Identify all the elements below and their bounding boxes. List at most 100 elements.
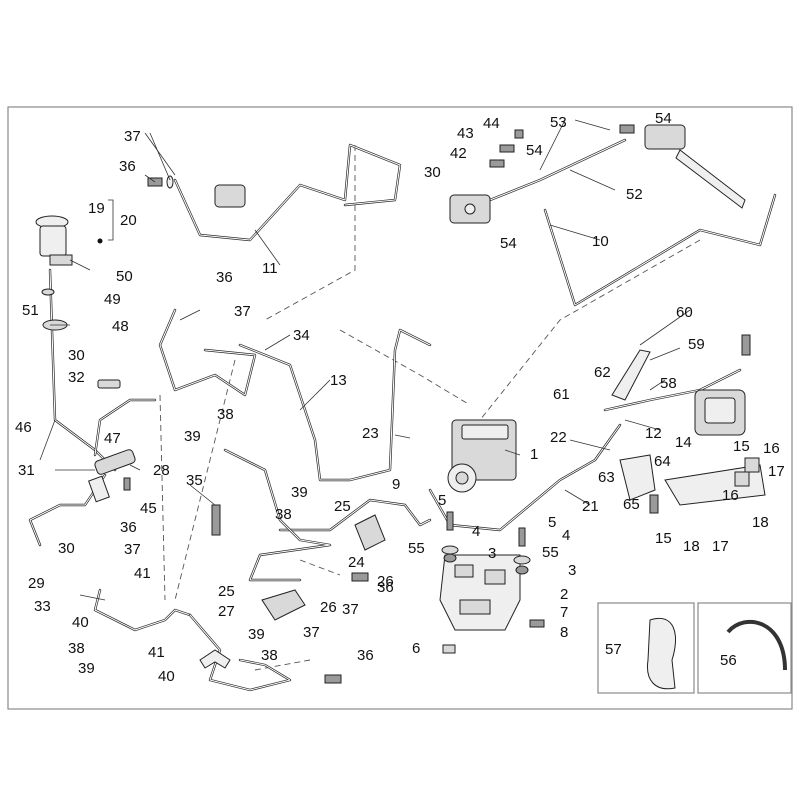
label-39-a: 39 bbox=[184, 428, 201, 445]
label-30-c: 30 bbox=[424, 164, 441, 181]
label-26-a: 26 bbox=[377, 573, 394, 590]
hose-11 bbox=[173, 143, 402, 242]
label-19: 19 bbox=[88, 200, 105, 217]
bolt-36-mid bbox=[351, 572, 369, 582]
bolt-4-right bbox=[518, 527, 526, 547]
reservoir-pin bbox=[97, 238, 103, 244]
label-43: 43 bbox=[457, 125, 474, 142]
label-37-d: 37 bbox=[342, 601, 359, 618]
label-44: 44 bbox=[483, 115, 500, 132]
label-7: 7 bbox=[560, 604, 568, 621]
label-61: 61 bbox=[553, 386, 570, 403]
spiral-guard-56 bbox=[726, 619, 787, 671]
label-37-c: 37 bbox=[124, 541, 141, 558]
label-45: 45 bbox=[140, 500, 157, 517]
label-38-d: 38 bbox=[261, 647, 278, 664]
label-49: 49 bbox=[104, 291, 121, 308]
label-5-a: 5 bbox=[438, 492, 446, 509]
label-16-a: 16 bbox=[763, 440, 780, 457]
assembly-dash-lines bbox=[159, 145, 701, 671]
reservoir-bracket bbox=[49, 254, 73, 266]
label-34: 34 bbox=[293, 327, 310, 344]
abs-bracket bbox=[439, 554, 521, 631]
brake-hoses bbox=[28, 138, 777, 692]
bolt-4-left bbox=[446, 511, 454, 531]
label-42: 42 bbox=[450, 145, 467, 162]
pressure-switch-32 bbox=[97, 379, 121, 389]
label-6: 6 bbox=[412, 640, 420, 657]
label-8: 8 bbox=[560, 624, 568, 641]
bolt-36-lower bbox=[324, 674, 342, 684]
label-36-b: 36 bbox=[216, 269, 233, 286]
label-35: 35 bbox=[186, 472, 203, 489]
label-14: 14 bbox=[675, 434, 692, 451]
rear-master-cylinder bbox=[94, 449, 136, 475]
label-53: 53 bbox=[550, 114, 567, 131]
label-36-e: 36 bbox=[357, 647, 374, 664]
label-41-b: 41 bbox=[148, 644, 165, 661]
label-36-d: 36 bbox=[377, 579, 394, 596]
label-30-a: 30 bbox=[68, 347, 85, 364]
grommet-55-right bbox=[513, 555, 531, 565]
label-24: 24 bbox=[348, 554, 365, 571]
label-36-c: 36 bbox=[120, 519, 137, 536]
label-60: 60 bbox=[676, 304, 693, 321]
clamp-40 bbox=[199, 649, 231, 669]
grommet-3-right bbox=[515, 565, 529, 575]
label-31: 31 bbox=[18, 462, 35, 479]
front-master-cylinder bbox=[644, 124, 686, 150]
grommet-3-left bbox=[443, 553, 457, 563]
label-58: 58 bbox=[660, 375, 677, 392]
label-3-a: 3 bbox=[488, 545, 496, 562]
label-38-b: 38 bbox=[275, 506, 292, 523]
bracket-59 bbox=[611, 349, 651, 401]
fitting-42 bbox=[489, 159, 505, 168]
label-38-a: 38 bbox=[217, 406, 234, 423]
screw-45 bbox=[123, 477, 131, 491]
label-33: 33 bbox=[34, 598, 51, 615]
label-54-b: 54 bbox=[526, 142, 543, 159]
bleed-screw bbox=[741, 334, 751, 356]
label-55-b: 55 bbox=[542, 544, 559, 561]
label-16-b: 16 bbox=[722, 487, 739, 504]
label-50: 50 bbox=[116, 268, 133, 285]
label-47: 47 bbox=[104, 430, 121, 447]
label-54-c: 54 bbox=[500, 235, 517, 252]
label-18-b: 18 bbox=[683, 538, 700, 555]
label-12: 12 bbox=[645, 425, 662, 442]
label-62: 62 bbox=[594, 364, 611, 381]
label-25-b: 25 bbox=[218, 583, 235, 600]
label-32: 32 bbox=[68, 369, 85, 386]
grommet-55-left bbox=[441, 545, 459, 555]
fitting-44 bbox=[514, 129, 524, 139]
label-23: 23 bbox=[362, 425, 379, 442]
label-5-b: 5 bbox=[548, 514, 556, 531]
label-26-b: 26 bbox=[320, 599, 337, 616]
junction-block-top bbox=[214, 184, 246, 208]
label-38-c: 38 bbox=[68, 640, 85, 657]
label-4-a: 4 bbox=[472, 523, 480, 540]
label-9: 9 bbox=[392, 476, 400, 493]
label-25-a: 25 bbox=[334, 498, 351, 515]
label-21: 21 bbox=[582, 498, 599, 515]
label-17-a: 17 bbox=[768, 463, 785, 480]
label-4-b: 4 bbox=[562, 527, 570, 544]
label-20: 20 bbox=[120, 212, 137, 229]
label-37-a: 37 bbox=[124, 128, 141, 145]
label-15-b: 15 bbox=[655, 530, 672, 547]
label-37-b: 37 bbox=[234, 303, 251, 320]
label-13: 13 bbox=[330, 372, 347, 389]
label-2: 2 bbox=[560, 586, 568, 603]
label-51: 51 bbox=[22, 302, 39, 319]
washer-37-top bbox=[166, 175, 174, 189]
label-30-b: 30 bbox=[58, 540, 75, 557]
label-46: 46 bbox=[15, 419, 32, 436]
diagram-frame bbox=[7, 106, 793, 710]
label-56: 56 bbox=[720, 652, 737, 669]
label-57: 57 bbox=[605, 641, 622, 658]
label-64: 64 bbox=[654, 453, 671, 470]
label-15-a: 15 bbox=[733, 438, 750, 455]
label-27: 27 bbox=[218, 603, 235, 620]
label-52: 52 bbox=[626, 186, 643, 203]
